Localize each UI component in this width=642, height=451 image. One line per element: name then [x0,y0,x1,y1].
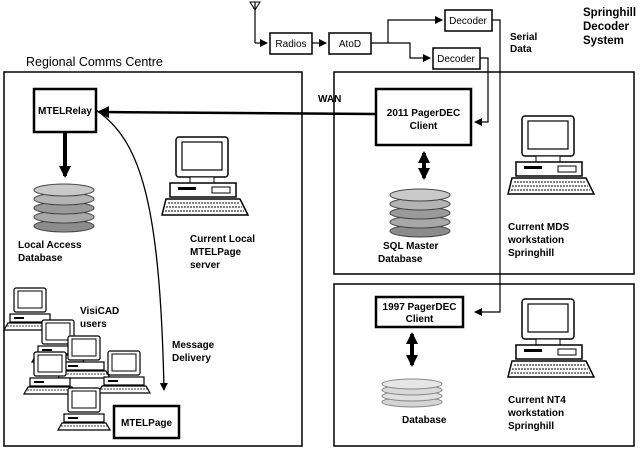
atod-label: AtoD [339,39,361,50]
sql-master-db-label-2: Database [378,254,423,265]
serial-data-label-1: Serial [510,32,537,43]
regional-centre-title: Regional Comms Centre [26,55,163,69]
nt4-workstation-label-1: Current NT4 [508,395,566,406]
database-label: Database [402,415,447,426]
wan-link-arrow [97,106,376,119]
serial-data-label-2: Data [510,44,532,55]
message-delivery-label-2: Delivery [172,353,211,364]
sql-master-db-label-1: SQL Master [383,241,438,252]
pagerdec-2011-label-1: 2011 PagerDEC [387,108,460,119]
pagerdec-2011-box[interactable]: 2011 PagerDEC Client [374,87,473,147]
pagerdec-2011-label-2: Client [410,121,438,132]
message-delivery-label-1: Message [172,340,215,351]
local-server-computer-icon [161,136,249,216]
mds-workstation-label-3: Springhill [508,248,554,259]
local-server-label-3: server [190,260,220,271]
mtelpage-label: MTELPage [121,418,173,429]
wan-label: WAN [318,94,341,105]
nt4-workstation-computer-icon [507,298,595,378]
atod-to-decoder1-arrow [371,16,443,44]
decoder2-box[interactable]: Decoder [432,47,481,70]
radios-box[interactable]: Radios [269,32,313,55]
decoder2-to-2011-arrow [474,57,489,126]
antenna-icon [249,1,268,47]
sql-master-db-icon [389,188,451,238]
decoder1-label: Decoder [449,16,487,27]
decoder2-label: Decoder [437,54,475,65]
decoder1-to-1997-arrow [474,19,501,316]
mds-workstation-computer-icon [507,115,595,195]
local-server-label-2: MTELPage [190,247,242,258]
atod-to-decoder2-arrow [388,42,431,62]
mtelrelay-box[interactable]: MTELRelay [32,87,98,134]
mtelpage-box[interactable]: MTELPage [112,404,181,440]
pagerdec-1997-label-1: 1997 PagerDEC [383,302,457,313]
nt4-workstation-label-3: Springhill [508,421,554,432]
local-access-db-label-2: Database [18,253,63,264]
mtelrelay-label: MTELRelay [38,106,92,117]
atod-box[interactable]: AtoD [328,32,372,55]
regional-centre-box [3,71,303,447]
springhill-title-2: Decoder [583,21,630,33]
pagerdec-1997-box[interactable]: 1997 PagerDEC Client [374,295,465,329]
springhill-1997-box [333,283,635,447]
nt4-workstation-label-2: workstation [507,408,564,419]
local-server-label-1: Current Local [190,234,255,245]
visicad-label-2: users [80,319,107,330]
local-access-db-label-1: Local Access [18,240,82,251]
mds-workstation-label-2: workstation [507,235,564,246]
visicad-label-1: VisiCAD [80,306,119,317]
springhill-2011-box [333,71,635,275]
springhill-title-3: System [583,35,624,47]
local-access-db-icon [33,183,95,233]
springhill-title-1: Springhill [583,7,636,19]
mds-workstation-label-1: Current MDS [508,222,569,233]
radios-label: Radios [275,39,306,50]
decoder1-box[interactable]: Decoder [444,9,493,32]
message-delivery-arrow [95,109,168,391]
pagerdec-1997-label-2: Client [406,314,434,325]
database-icon [381,378,443,408]
